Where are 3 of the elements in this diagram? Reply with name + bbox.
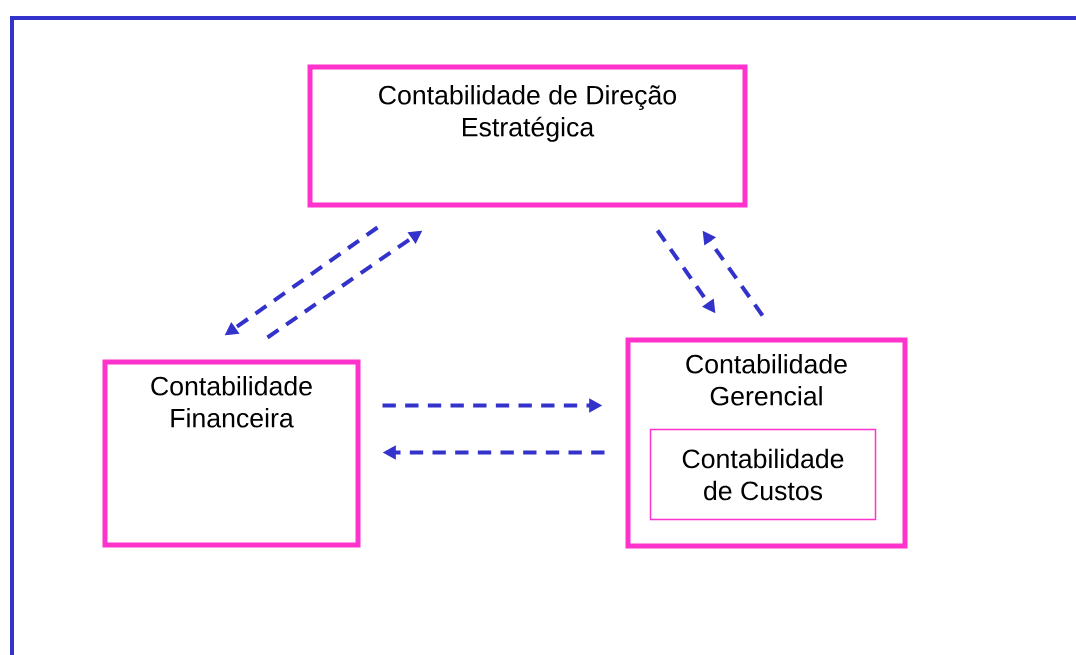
nested-box: Contabilidade de Custos (649, 428, 877, 521)
process-box: Contabilidade de Direção Estratégica (307, 64, 748, 208)
process-box: Contabilidade Financeira (102, 359, 361, 548)
